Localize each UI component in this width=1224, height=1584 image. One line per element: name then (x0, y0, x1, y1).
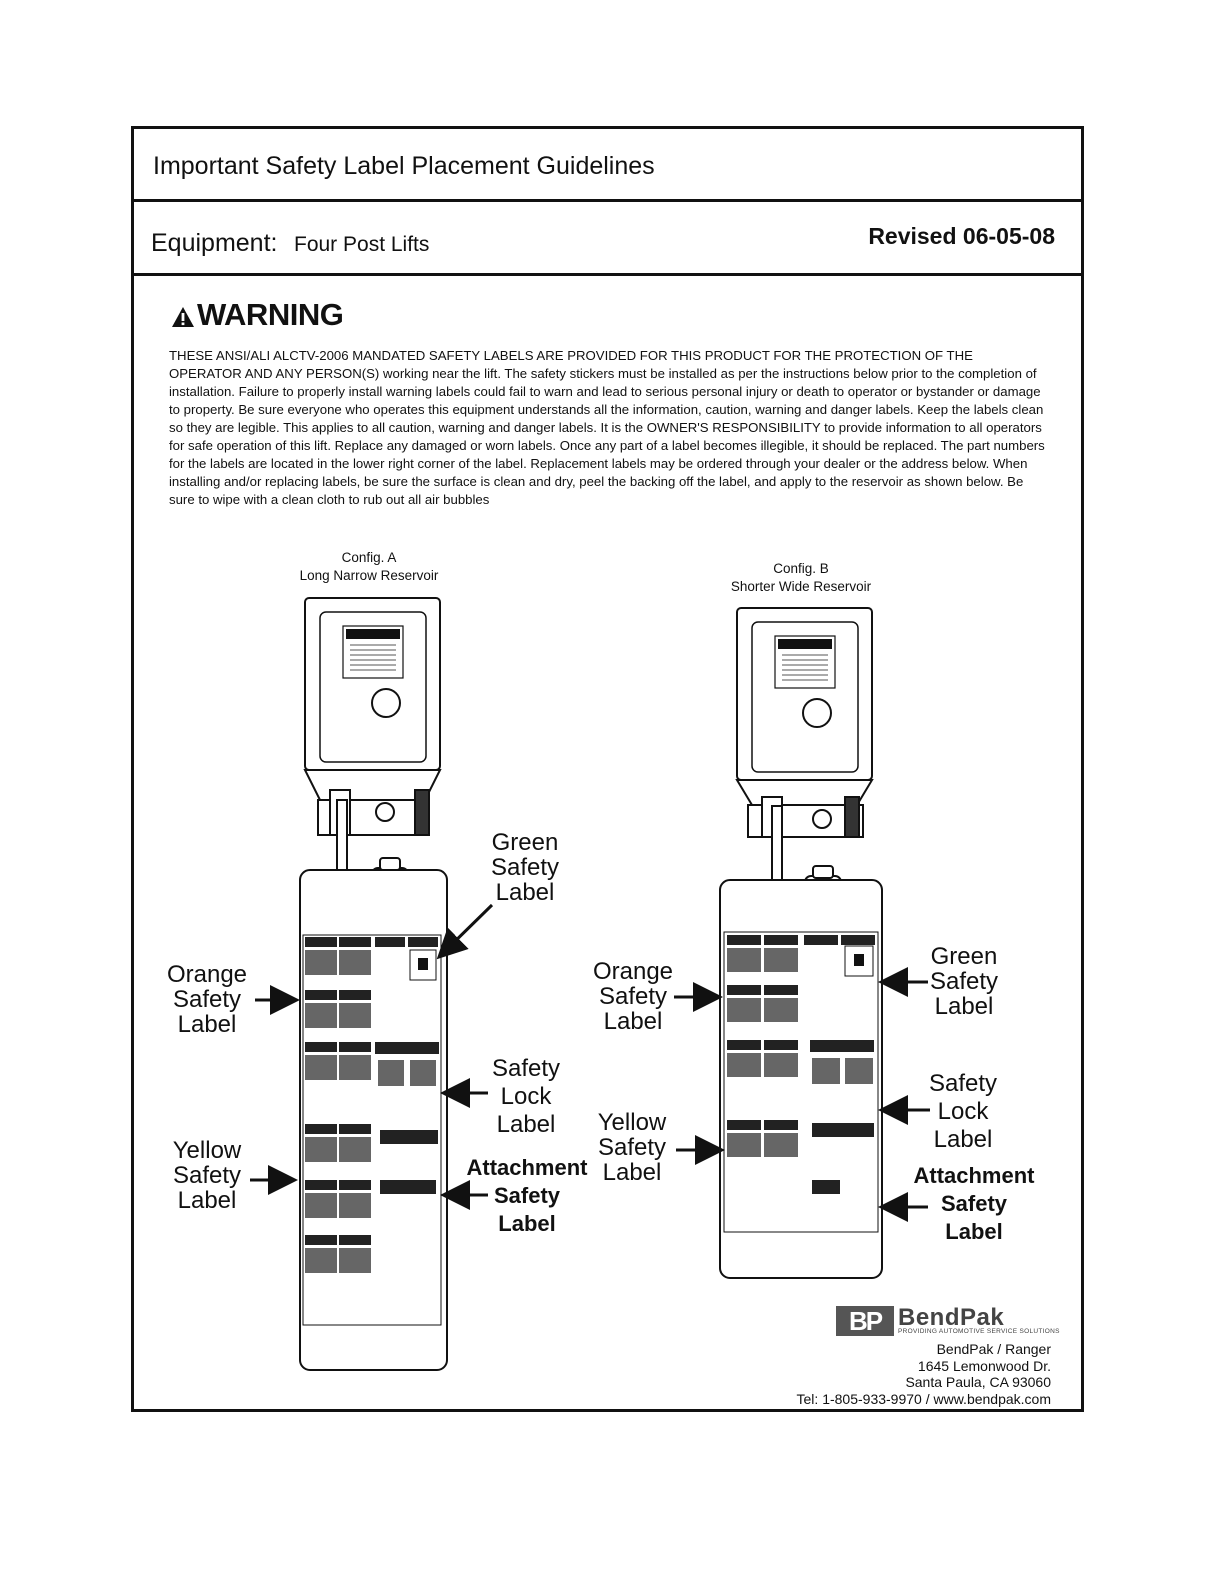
title-bar: Important Safety Label Placement Guideli… (134, 129, 1081, 202)
warning-triangle-icon (172, 307, 194, 327)
document-frame: Important Safety Label Placement Guideli… (131, 126, 1084, 1412)
warning-heading-text: WARNING (197, 297, 344, 332)
config-b-subtitle: Shorter Wide Reservoir (730, 579, 872, 594)
bendpak-logo-text: BendPak (898, 1304, 1005, 1331)
equipment-label: Equipment: (151, 229, 278, 257)
equipment-bar: Equipment: Four Post Lifts Revised 06-05… (134, 202, 1081, 276)
address-line: BendPak / Ranger (936, 1341, 1051, 1357)
equipment-value: Four Post Lifts (294, 233, 430, 256)
address-line: Santa Paula, CA 93060 (905, 1374, 1051, 1390)
config-a-subtitle: Long Narrow Reservoir (299, 568, 439, 583)
config-a-title: Config. A (341, 550, 397, 565)
company-address: BendPak / Ranger 1645 Lemonwood Dr. Sant… (797, 1341, 1051, 1407)
bendpak-logo: BP BendPak PROVIDING AUTOMOTIVE SERVICE … (836, 1304, 1059, 1340)
warning-heading: WARNING (171, 297, 344, 333)
bendpak-tagline: PROVIDING AUTOMOTIVE SERVICE SOLUTIONS (898, 1328, 1060, 1335)
address-line[interactable]: Tel: 1-805-933-9970 / www.bendpak.com (796, 1390, 1051, 1407)
address-line: 1645 Lemonwood Dr. (917, 1357, 1051, 1374)
page-title: Important Safety Label Placement Guideli… (153, 152, 655, 180)
config-a-caption: Config. A Long Narrow Reservoir (282, 549, 456, 585)
config-b-caption: Config. B Shorter Wide Reservoir (712, 560, 890, 596)
bendpak-logo-mark: BP (836, 1306, 894, 1336)
config-a-drawing (250, 597, 494, 1371)
warning-body: THESE ANSI/ALI ALCTV-2006 MANDATED SAFET… (169, 348, 1045, 507)
revision-date: Revised 06-05-08 (868, 223, 1055, 249)
config-b-title: Config. B (773, 561, 829, 576)
config-b-drawing (674, 607, 930, 1279)
